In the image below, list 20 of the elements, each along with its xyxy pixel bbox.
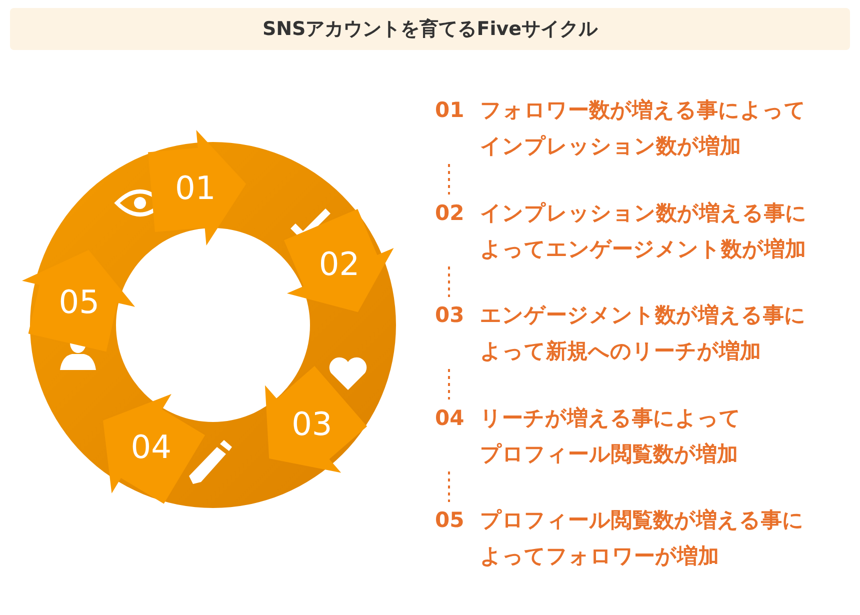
step-number: 03 <box>292 408 332 440</box>
step-number: 03 <box>435 302 464 329</box>
step-number: 04 <box>130 431 172 464</box>
step-number: 02 <box>318 248 360 280</box>
step-description: プロフィール閲覧数が増える事によってフォロワーが増加 <box>480 507 805 570</box>
step-number: 04 <box>435 404 464 432</box>
dotted-connector <box>448 164 450 194</box>
step-description: インプレッション数が増える事によってエンゲージメント数が増加 <box>480 200 808 262</box>
title-bar: SNSアカウントを育てるFiveサイクル <box>10 8 850 50</box>
step-description: エンゲージメント数が増える事によって新規へのリーチが増加 <box>480 302 807 365</box>
step-number: 01 <box>435 97 464 124</box>
step-number: 05 <box>58 286 100 318</box>
dotted-connector <box>448 369 450 400</box>
step-number: 05 <box>435 507 464 534</box>
step-number: 01 <box>174 172 216 204</box>
step-description: リーチが増える事によってプロフィール閲覧数が増加 <box>480 404 742 468</box>
dotted-connector <box>448 472 450 502</box>
step-number: 02 <box>435 200 464 226</box>
step-description: フォロワー数が増える事によってインプレッション数が増加 <box>480 97 807 160</box>
dotted-connector <box>448 266 450 297</box>
